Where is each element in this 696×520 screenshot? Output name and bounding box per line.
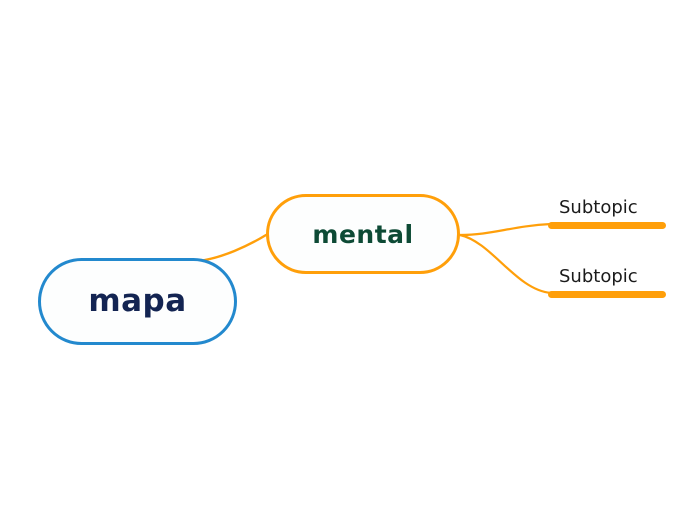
mindmap-root-node[interactable]: mapa [38,258,237,345]
mindmap-leaf-label-2: Subtopic [559,266,638,287]
connector-root-to-mental [197,233,268,263]
mindmap-leaf-node-2[interactable]: Subtopic [548,258,666,298]
mindmap-root-label: mapa [88,283,187,319]
connector-mental-to-subtopic-2 [458,233,553,295]
mindmap-branch-node-mental[interactable]: mental [266,194,460,274]
mindmap-leaf-node-1[interactable]: Subtopic [548,189,666,229]
mindmap-leaf-label-1: Subtopic [559,197,638,218]
mindmap-leaf-underline-1 [548,222,666,229]
mindmap-leaf-underline-2 [548,291,666,298]
mindmap-branch-label: mental [312,219,414,249]
connector-mental-to-subtopic-1 [458,222,553,237]
